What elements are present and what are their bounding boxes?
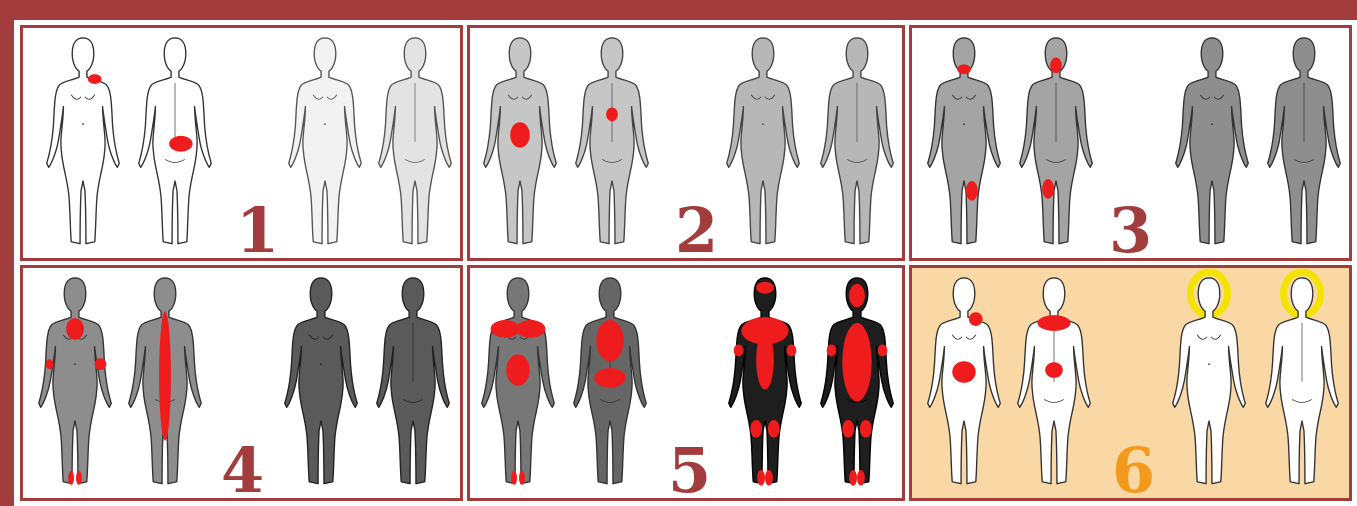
front-figure (729, 278, 802, 486)
back-figure (1268, 38, 1341, 244)
stage-panel-2: 2 (467, 25, 905, 261)
front-figure (1176, 38, 1249, 244)
pain-area-mark (765, 470, 773, 486)
pain-area-mark (787, 345, 797, 357)
back-figure (1020, 38, 1093, 244)
pain-area-mark (969, 312, 983, 326)
front-figure (285, 278, 358, 484)
stage-panel-3: 3 (909, 25, 1352, 261)
stage-number: 5 (668, 440, 711, 501)
stage-panel-1: 1 (20, 25, 463, 261)
pain-area-mark (596, 320, 623, 361)
stage-number: 3 (1109, 200, 1152, 261)
pain-area-mark (66, 318, 84, 340)
back-figure (377, 278, 450, 484)
front-figure (928, 38, 1001, 244)
back-figure (139, 38, 212, 244)
front-figure (289, 38, 362, 244)
pain-area-mark (750, 420, 762, 438)
front-figure (727, 38, 800, 244)
pain-area-mark (516, 320, 545, 338)
pain-area-mark (1042, 179, 1054, 199)
pain-area-mark (606, 108, 618, 122)
body-silhouette (727, 38, 800, 244)
back-figure (1018, 278, 1091, 484)
pain-area-mark (860, 420, 872, 438)
body-silhouette (1173, 278, 1246, 484)
pain-area-mark (957, 64, 971, 74)
pain-area-mark (159, 311, 171, 440)
pain-area-mark (849, 470, 857, 486)
front-figure (39, 278, 112, 485)
pain-area-mark (1037, 315, 1070, 331)
front-figure (47, 38, 120, 244)
pain-area-mark (594, 368, 625, 388)
pain-area-mark (1045, 362, 1063, 378)
pain-area-mark (68, 471, 74, 485)
pain-area-mark (849, 284, 865, 308)
body-silhouette (285, 278, 358, 484)
stage-panel-6: 6 (909, 265, 1352, 501)
pain-area-mark (878, 345, 888, 357)
back-figure (574, 278, 647, 484)
stage-panel-5: 5 (467, 265, 905, 501)
front-figure (482, 278, 555, 485)
body-silhouette (39, 278, 112, 484)
pain-area-mark (827, 345, 837, 357)
back-figure (379, 38, 452, 244)
pain-area-mark (756, 331, 774, 390)
pain-area-mark (169, 136, 193, 152)
back-figure (821, 38, 894, 244)
body-silhouette (289, 38, 362, 244)
back-figure (1266, 272, 1339, 484)
pain-area-mark (768, 420, 780, 438)
back-figure (576, 38, 649, 244)
pain-area-mark (757, 470, 765, 486)
pain-area-mark (966, 181, 978, 201)
body-silhouette (1176, 38, 1249, 244)
pain-area-mark (46, 359, 54, 369)
pain-area-mark (76, 471, 82, 485)
pain-area-mark (506, 354, 530, 385)
stage-number: 2 (675, 200, 718, 261)
stage-number: 6 (1112, 440, 1155, 501)
pain-area-mark (734, 345, 744, 357)
stage-number: 1 (236, 200, 279, 261)
pain-area-mark (510, 122, 530, 147)
stage-panel-4: 4 (20, 265, 463, 501)
body-silhouette (47, 38, 120, 244)
pain-area-mark (519, 471, 525, 485)
front-figure (1173, 272, 1246, 484)
front-figure (484, 38, 557, 244)
front-figure (928, 278, 1001, 484)
pain-area-mark (88, 74, 102, 84)
pain-area-mark (842, 420, 854, 438)
pain-area-mark (952, 361, 976, 383)
stage-number: 4 (221, 440, 264, 501)
pain-area-mark (756, 282, 774, 294)
back-figure (129, 278, 202, 484)
pain-area-mark (491, 320, 520, 338)
pain-area-mark (95, 358, 107, 370)
pain-area-mark (511, 471, 517, 485)
pain-area-mark (842, 323, 871, 401)
pain-area-mark (857, 470, 865, 486)
pain-area-mark (1050, 58, 1062, 74)
back-figure (821, 278, 894, 486)
